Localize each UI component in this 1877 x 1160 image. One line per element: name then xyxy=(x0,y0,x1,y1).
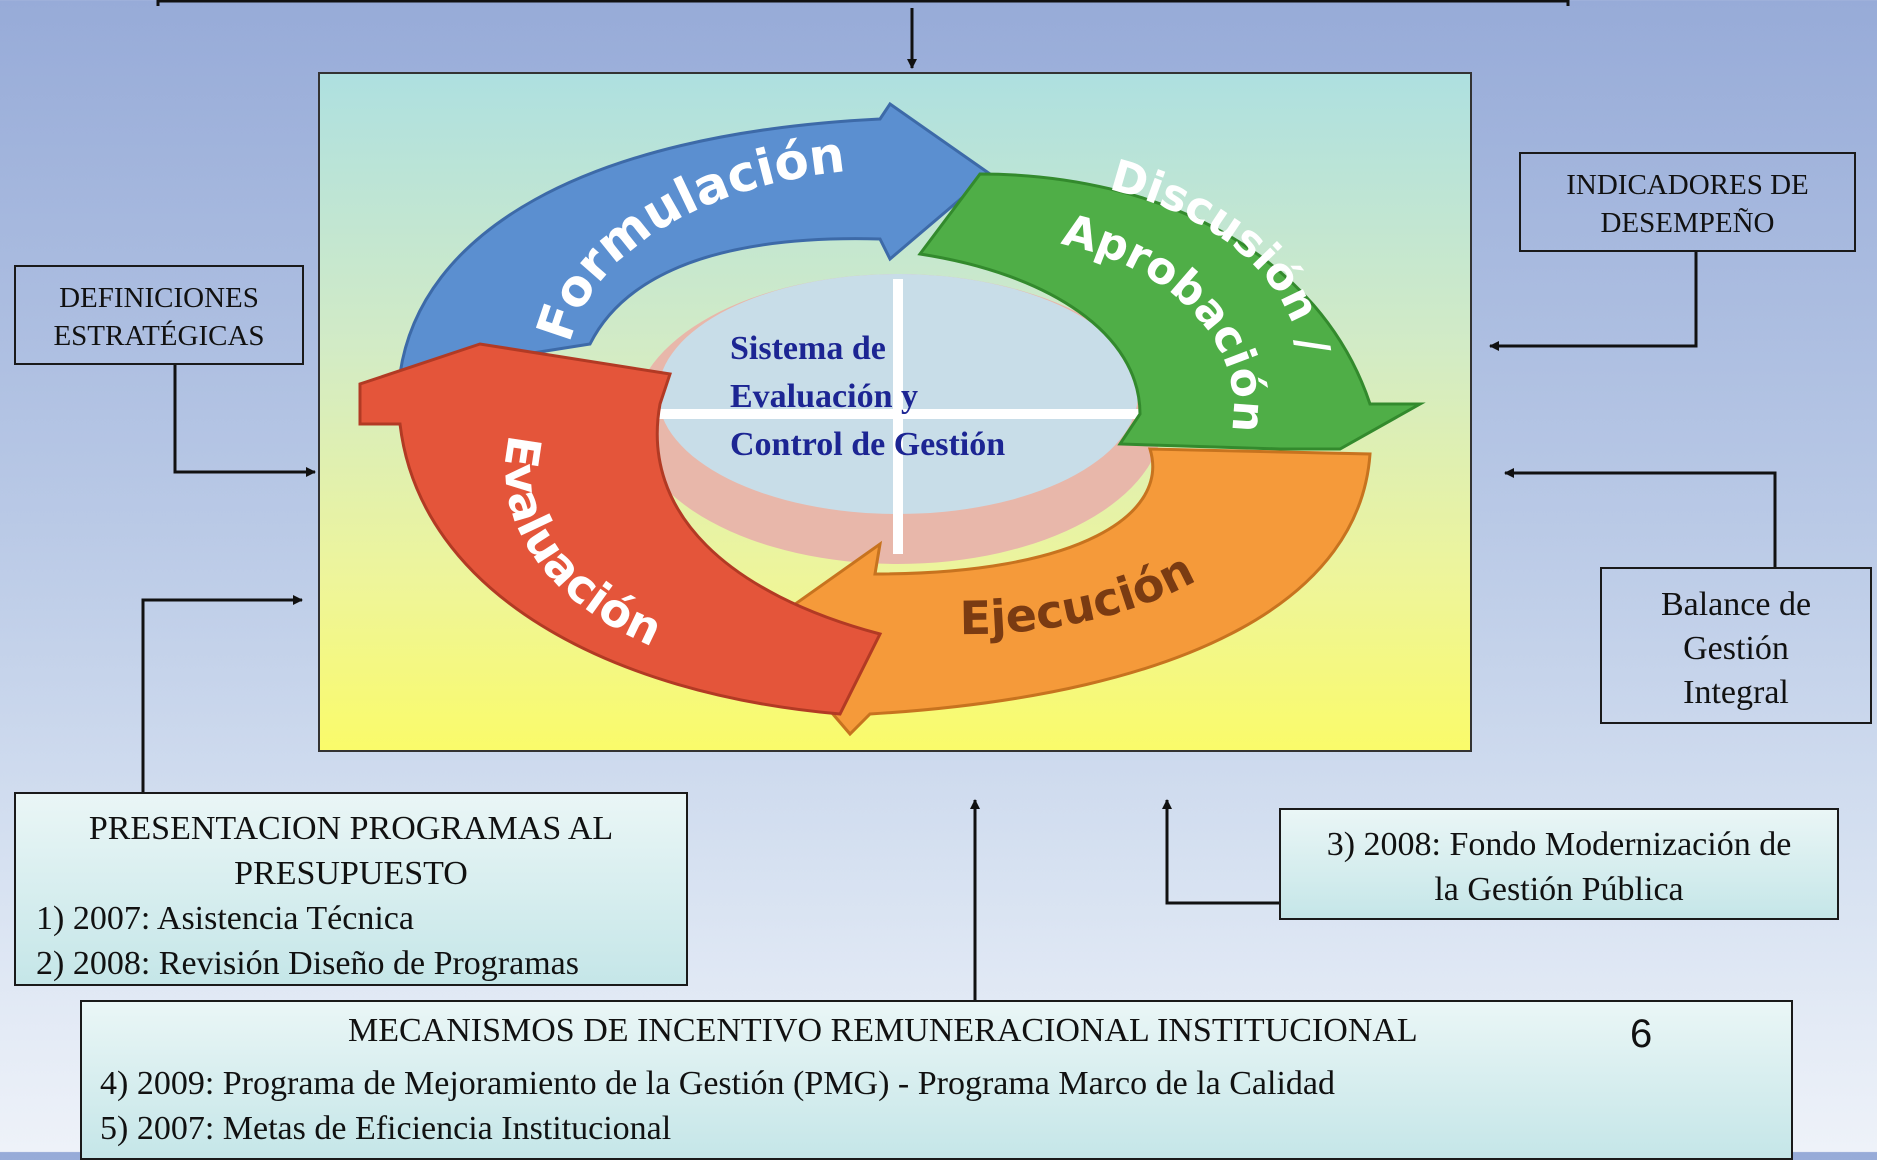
balance-line1: Balance de xyxy=(1660,586,1812,623)
balance-arrow xyxy=(1504,468,1777,567)
presentacion-box: PRESENTACION PROGRAMAS AL PRESUPUESTO 1)… xyxy=(14,792,688,986)
page-number: 6 xyxy=(1630,1012,1653,1056)
fondo-line2: la Gestión Pública xyxy=(1434,871,1684,908)
indicadores-box: INDICADORES DE DESEMPEÑO xyxy=(1519,152,1856,252)
definiciones-line1: DEFINICIONES xyxy=(59,282,259,314)
mecanismos-item4: 4) 2009: Programa de Mejoramiento de la … xyxy=(100,1065,1336,1102)
mecanismos-title: MECANISMOS DE INCENTIVO REMUNERACIONAL I… xyxy=(348,1012,1418,1049)
definiciones-arrow xyxy=(173,365,316,477)
indicadores-line1: INDICADORES DE xyxy=(1566,169,1809,201)
fondo-box: 3) 2008: Fondo Modernización de la Gesti… xyxy=(1279,808,1839,920)
balance-line2: Gestión xyxy=(1683,630,1789,667)
balance-box: Balance de Gestión Integral xyxy=(1600,567,1872,724)
fondo-arrow xyxy=(1162,799,1280,905)
presentacion-item1: 1) 2007: Asistencia Técnica xyxy=(36,900,414,937)
discusion-arrow-shape xyxy=(917,172,1426,451)
center-title-line3: Control de Gestión xyxy=(730,426,1005,463)
mecanismos-item5: 5) 2007: Metas de Eficiencia Institucion… xyxy=(100,1110,672,1147)
indicadores-line2: DESEMPEÑO xyxy=(1600,207,1775,239)
presentacion-arrow xyxy=(141,595,303,792)
presentacion-title2: PRESUPUESTO xyxy=(234,855,468,892)
center-title-line1: Sistema de xyxy=(730,330,886,367)
cycle-diagram: Formulación Discusión / Aprobación Ejecu… xyxy=(358,101,1426,737)
indicadores-arrow xyxy=(1489,252,1698,351)
cycle-diagram-panel: Formulación Discusión / Aprobación Ejecu… xyxy=(318,72,1472,752)
definiciones-line2: ESTRATÉGICAS xyxy=(53,320,265,352)
evaluacion-arrow-shape xyxy=(358,342,883,716)
mecanismos-box: MECANISMOS DE INCENTIVO REMUNERACIONAL I… xyxy=(80,1000,1793,1160)
presentacion-item2: 2) 2008: Revisión Diseño de Programas xyxy=(36,945,579,982)
ejecucion-arrow-shape xyxy=(757,447,1372,737)
formulacion-arrow-shape xyxy=(398,101,993,376)
balance-line3: Integral xyxy=(1683,674,1789,711)
fondo-line1: 3) 2008: Fondo Modernización de xyxy=(1326,826,1792,863)
presentacion-title1: PRESENTACION PROGRAMAS AL xyxy=(88,810,614,847)
definiciones-box: DEFINICIONES ESTRATÉGICAS xyxy=(14,265,304,365)
center-title-line2: Evaluación y xyxy=(730,378,918,415)
